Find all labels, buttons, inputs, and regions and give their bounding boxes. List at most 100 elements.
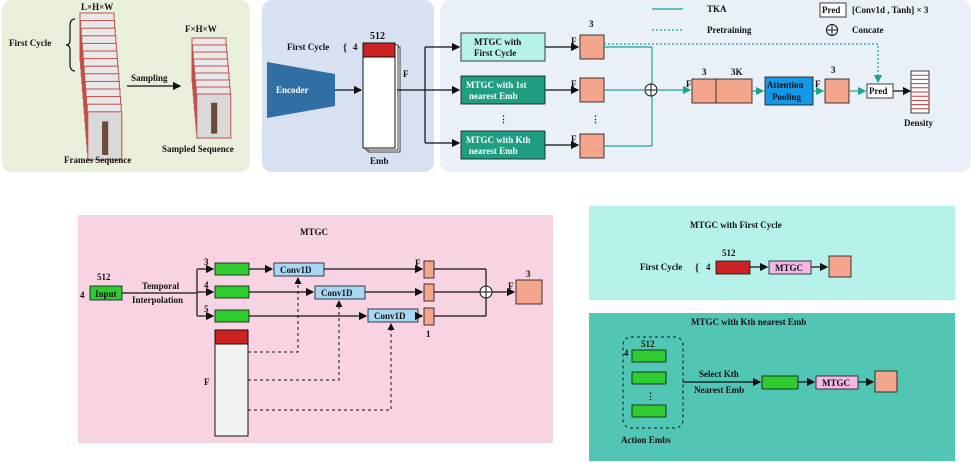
- temporal-l2: Interpolation: [132, 295, 183, 305]
- fc-size: 512: [722, 248, 736, 258]
- select-l1: Select Kth: [699, 369, 739, 379]
- branch-3-label: 3: [204, 257, 209, 267]
- mtgc-four-label: 4: [80, 290, 85, 300]
- conv1d-label-1: Conv1D: [280, 265, 312, 275]
- legend-pred-desc: [Conv1d , Tanh] × 3: [852, 5, 929, 15]
- ellipsis-mtgc: ⋮: [499, 114, 508, 124]
- mtgc-emb-f: F: [204, 377, 210, 387]
- feature-block-3: [579, 133, 605, 159]
- mtgc-out-2: [423, 283, 435, 302]
- sampled-stack-icon: [191, 37, 232, 139]
- branch-4-block: [214, 285, 250, 299]
- ellipsis-feat: ⋮: [591, 114, 600, 124]
- fc-red-block: [715, 260, 751, 275]
- emb-first-cycle-block: [362, 42, 396, 58]
- branch-5-block: [214, 309, 250, 323]
- mtgc-out-1: [423, 260, 435, 279]
- enc-four-label: 4: [353, 42, 358, 52]
- feat-f-2: F: [571, 79, 577, 89]
- first-cycle-panel: [589, 206, 955, 300]
- enc-first-cycle-label: First Cycle: [287, 42, 329, 52]
- density-bar: [910, 70, 930, 114]
- sampled-sequence-label: Sampled Sequence: [162, 144, 234, 154]
- mtgc-panel: [78, 215, 553, 443]
- person-figure: [102, 121, 109, 155]
- conv1d-label-2: Conv1D: [321, 288, 353, 298]
- fc-first-cycle: First Cycle: [640, 262, 682, 272]
- mtgc-out-3: 3: [526, 269, 531, 279]
- action-emb-3: [631, 404, 667, 418]
- feat-f-3: F: [571, 134, 577, 144]
- concat-3k-label: 3K: [731, 67, 743, 77]
- frames-stack-icon: [79, 12, 123, 161]
- mtgc-input-label: Input: [95, 289, 117, 299]
- kth-four: 4: [624, 348, 629, 358]
- kth-out-block: [874, 370, 898, 393]
- emb-label: Emb: [370, 156, 389, 166]
- mtgc-1st-l1: MTGC with 1st: [466, 80, 527, 90]
- emb-block: [362, 42, 396, 149]
- concat-f-label: F: [686, 79, 692, 89]
- sampling-label: Sampling: [131, 73, 168, 83]
- pretraining-path: [604, 43, 883, 84]
- encoder-label: Encoder: [276, 85, 309, 95]
- kth-title: MTGC with Kth nearest Emb: [691, 317, 806, 327]
- sampled-dims-label: F×H×W: [185, 24, 217, 34]
- enc-size-label: 512: [370, 31, 385, 42]
- mtgc-one-label: 1: [426, 329, 431, 339]
- feat-3-label: 3: [589, 19, 594, 29]
- fc-brace-icon: {: [695, 263, 699, 274]
- kth-green-block: [761, 375, 799, 390]
- branch-4-label: 4: [204, 280, 209, 290]
- mtgc-1st-box: [460, 75, 546, 105]
- fc-mtgc-label: MTGC: [775, 263, 803, 273]
- pooled-feature-block: [824, 78, 850, 104]
- feature-block-2: [579, 77, 605, 103]
- brace-icon: [65, 18, 76, 72]
- kth-mtgc-label: MTGC: [822, 378, 850, 388]
- mtgc-out-3: [423, 307, 435, 326]
- mtgc-emb-block: [214, 329, 249, 437]
- mtgc-1st-l2: nearest Emb: [469, 91, 518, 101]
- attn-f-label: F: [815, 79, 821, 89]
- first-cycle-label: First Cycle: [9, 38, 51, 48]
- dash-2: [248, 300, 343, 381]
- enc-brace-icon: {: [343, 43, 347, 54]
- frames-sequence-label: Frames Sequence: [64, 155, 131, 165]
- mtgc-title: MTGC: [300, 227, 328, 237]
- attn-l2: Pooling: [772, 92, 802, 102]
- frames-dims-label: L×H×W: [81, 2, 113, 12]
- mtgc-kth-l1: MTGC with Kth: [466, 135, 531, 145]
- dash-1: [248, 277, 302, 353]
- feature-block-1: [579, 34, 605, 60]
- attention-pooling-box: [764, 76, 814, 106]
- mtgc-kth-l2: nearest Emb: [469, 146, 518, 156]
- mtgc-out-block: [515, 279, 543, 305]
- enc-f-label: F: [403, 69, 409, 79]
- dash-3: [248, 323, 395, 411]
- action-embs-label: Action Embs: [621, 435, 671, 445]
- fc-title: MTGC with First Cycle: [690, 220, 782, 230]
- concat-block: [691, 78, 753, 104]
- kth-size: 512: [641, 339, 655, 349]
- legend-pred: Pred: [822, 5, 840, 15]
- feat-f-1: F: [571, 36, 577, 46]
- mtgc-first-l2: First Cycle: [474, 48, 516, 58]
- action-emb-1: [631, 349, 667, 363]
- person-figure: [211, 102, 218, 134]
- mtgc-first-l1: MTGC with: [474, 37, 521, 47]
- mtgc-size-label: 512: [97, 272, 111, 282]
- legend-pretraining: Pretraining: [707, 25, 752, 35]
- legend-concate: Concate: [852, 25, 884, 35]
- attn-3-label: 3: [831, 65, 836, 75]
- mtgc-first-cycle-box: [460, 32, 546, 62]
- conv1d-label-3: Conv1D: [374, 311, 406, 321]
- attn-l1: Attention: [767, 80, 804, 90]
- pred-label: Pred: [869, 86, 887, 96]
- temporal-l1: Temporal: [142, 281, 180, 291]
- action-ellipsis: ⋮: [646, 391, 655, 401]
- mtgc-out-f: F: [508, 281, 514, 291]
- frames-panel: [2, 0, 250, 172]
- fc-out-block: [828, 255, 852, 278]
